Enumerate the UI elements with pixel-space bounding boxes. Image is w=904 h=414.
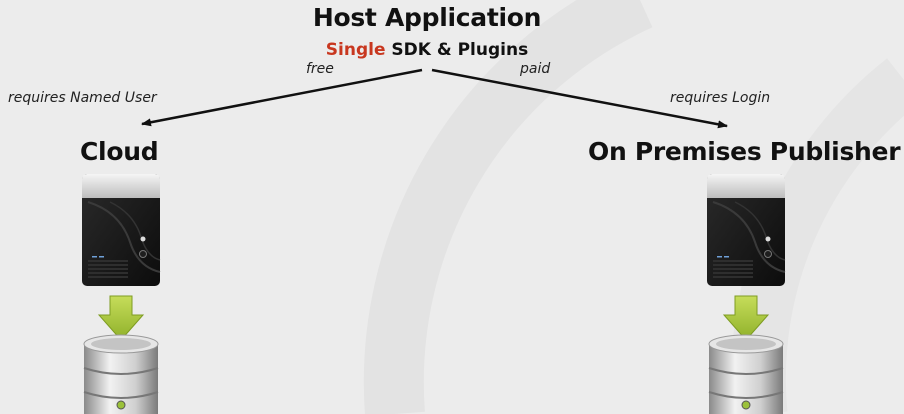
onprem-title: On Premises Publisher [588, 137, 901, 166]
subtitle-accent: Single [325, 40, 386, 60]
host-application-subtitle: Single SDK & Plugins [0, 40, 854, 60]
subtitle-rest: SDK & Plugins [385, 40, 529, 60]
requires-login-label: requires Login [670, 90, 771, 106]
arrow-to-onprem [431, 68, 728, 129]
host-application-title: Host Application [312, 3, 542, 32]
requires-named-user-label: requires Named User [8, 90, 157, 106]
cloud-server-icon [82, 174, 161, 414]
onprem-server-icon [707, 174, 786, 414]
free-label: free [306, 61, 334, 77]
cloud-title: Cloud [80, 137, 159, 166]
paid-label: paid [520, 61, 551, 77]
arrow-to-cloud [141, 68, 423, 127]
